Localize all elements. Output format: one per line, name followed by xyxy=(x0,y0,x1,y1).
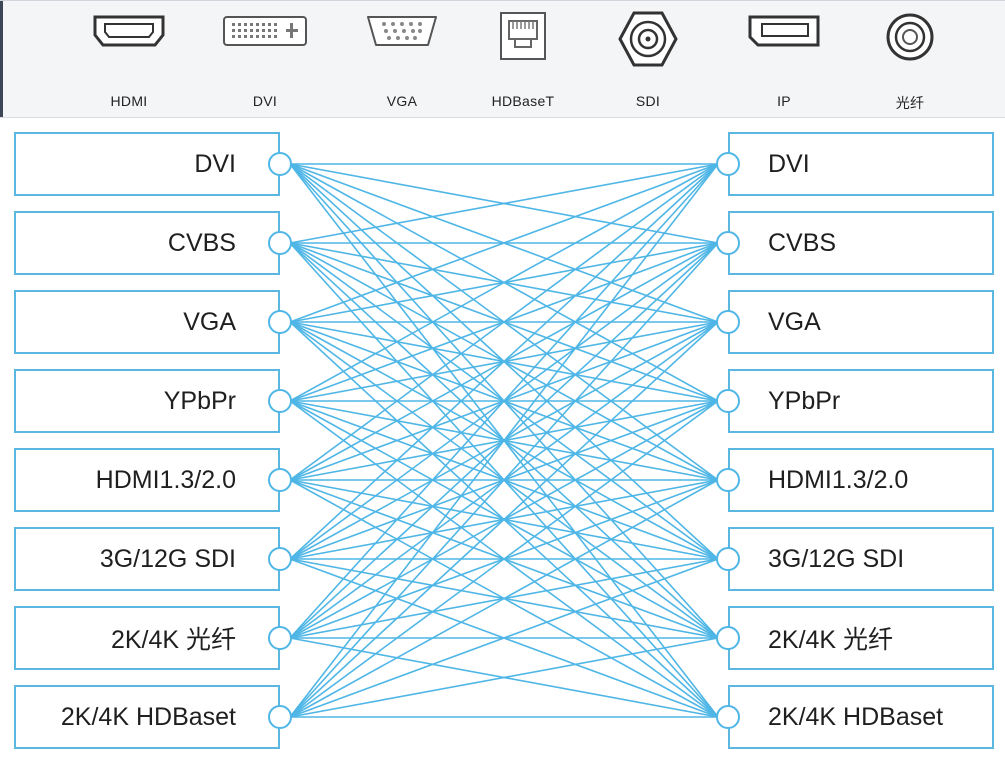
input-label: 2K/4K 光纤 xyxy=(110,626,236,654)
input-label: 2K/4K HDBaset xyxy=(60,702,236,731)
route-line xyxy=(289,479,719,718)
dvi-port-icon xyxy=(223,16,307,46)
route-line xyxy=(289,637,719,718)
output-label: 2K/4K 光纤 xyxy=(768,626,894,654)
input-label: VGA xyxy=(183,307,236,336)
input-label: DVI xyxy=(194,149,236,178)
bnc-port-icon xyxy=(618,11,678,67)
input-label: CVBS xyxy=(167,228,236,257)
output-node xyxy=(716,468,740,492)
route-line xyxy=(289,558,719,718)
route-line xyxy=(289,163,719,639)
input-node xyxy=(268,310,292,334)
route-line xyxy=(289,163,719,481)
connector-label: SDI xyxy=(635,93,661,109)
output-label: VGA xyxy=(768,307,821,336)
output-port: CVBS xyxy=(728,211,994,275)
output-label: DVI xyxy=(768,149,810,178)
output-port: 3G/12G SDI xyxy=(728,527,994,591)
output-label: YPbPr xyxy=(768,386,841,415)
input-port: 3G/12G SDI xyxy=(14,527,280,591)
route-line xyxy=(289,163,719,560)
connector-label: IP xyxy=(777,93,791,109)
route-line xyxy=(289,163,719,402)
port-nodes xyxy=(268,152,740,729)
input-port: VGA xyxy=(14,290,280,354)
output-port: 2K/4K 光纤 xyxy=(728,606,994,670)
output-node xyxy=(716,310,740,334)
input-node xyxy=(268,468,292,492)
connector-ip: IP xyxy=(729,9,839,114)
input-node xyxy=(268,626,292,650)
input-label: YPbPr xyxy=(163,386,236,415)
fiber-port-icon xyxy=(886,13,934,61)
connector-label: HDMI xyxy=(110,93,148,109)
input-node xyxy=(268,705,292,729)
output-port: 2K/4K HDBaset xyxy=(728,685,994,749)
output-label: 3G/12G SDI xyxy=(768,544,905,573)
connector-label: VGA xyxy=(386,93,418,109)
route-line xyxy=(289,163,719,244)
connector-dvi: DVI xyxy=(210,9,320,114)
output-node xyxy=(716,547,740,571)
input-port: 2K/4K HDBaset xyxy=(14,685,280,749)
connector-hdbaset: HDBaseT xyxy=(468,9,578,114)
output-node xyxy=(716,231,740,255)
input-node xyxy=(268,152,292,176)
signal-matrix: DVI CVBS VGA YPbPr HDMI1.3/2.0 3G/12G SD… xyxy=(0,118,1005,762)
output-port: DVI xyxy=(728,132,994,196)
input-node xyxy=(268,389,292,413)
input-node xyxy=(268,231,292,255)
route-line xyxy=(289,242,719,718)
output-label: HDMI1.3/2.0 xyxy=(768,465,909,494)
connector-type-bar: HDMI DVI VGA xyxy=(0,0,1005,118)
connector-fiber: 光纤 xyxy=(855,9,965,114)
output-port: YPbPr xyxy=(728,369,994,433)
connector-hdmi: HDMI xyxy=(74,9,184,114)
route-line xyxy=(289,400,719,718)
connector-label: 光纤 xyxy=(895,95,925,111)
input-label: 3G/12G SDI xyxy=(99,544,236,573)
input-port: YPbPr xyxy=(14,369,280,433)
route-line xyxy=(289,321,719,718)
output-node xyxy=(716,152,740,176)
input-port: HDMI1.3/2.0 xyxy=(14,448,280,512)
route-line xyxy=(289,163,719,323)
hdmi-port-icon xyxy=(93,15,165,47)
output-node xyxy=(716,389,740,413)
output-node xyxy=(716,626,740,650)
connector-vga: VGA xyxy=(347,9,457,114)
vga-port-icon xyxy=(367,16,437,46)
route-line xyxy=(289,163,719,718)
output-port: HDMI1.3/2.0 xyxy=(728,448,994,512)
connector-sdi: SDI xyxy=(593,9,703,114)
input-label: HDMI1.3/2.0 xyxy=(95,465,236,494)
input-node xyxy=(268,547,292,571)
connector-label: HDBaseT xyxy=(491,93,555,109)
output-node xyxy=(716,705,740,729)
ip-port-icon xyxy=(748,15,820,47)
crosspoint-lines xyxy=(289,163,719,718)
output-label: CVBS xyxy=(768,228,837,257)
connector-label: DVI xyxy=(252,93,278,109)
rj45-port-icon xyxy=(500,12,546,60)
output-label: 2K/4K HDBaset xyxy=(768,702,944,731)
